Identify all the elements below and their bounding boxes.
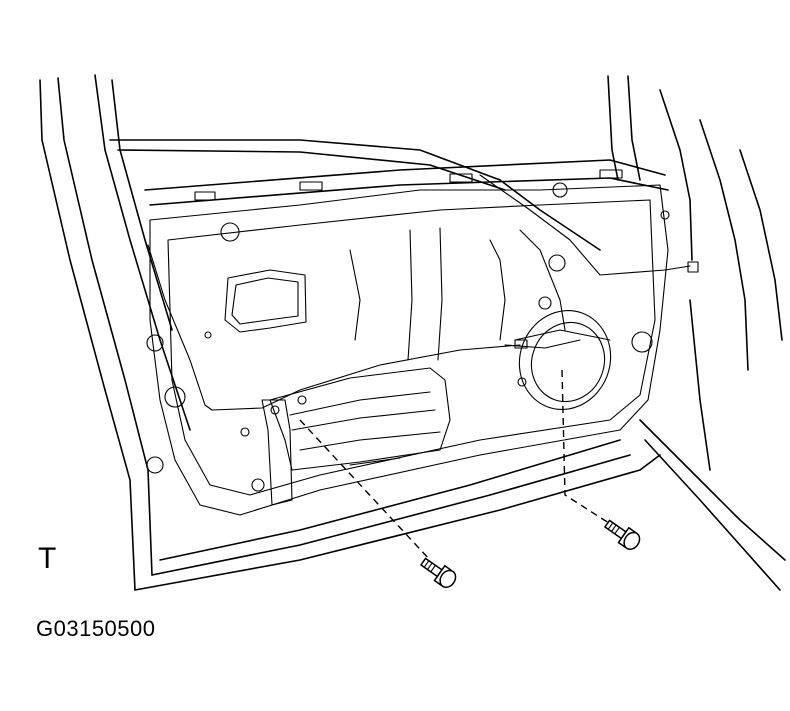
door-frame xyxy=(39,74,786,591)
bolt-icon xyxy=(419,557,457,589)
door-inner-panel xyxy=(146,169,670,516)
view-letter: T xyxy=(38,542,57,575)
speaker-opening xyxy=(504,310,612,410)
bolt-icon xyxy=(603,519,641,551)
window-regulator xyxy=(147,174,699,506)
figure-code: G03150500 xyxy=(36,616,156,641)
bolt-leader-lines xyxy=(299,369,613,561)
